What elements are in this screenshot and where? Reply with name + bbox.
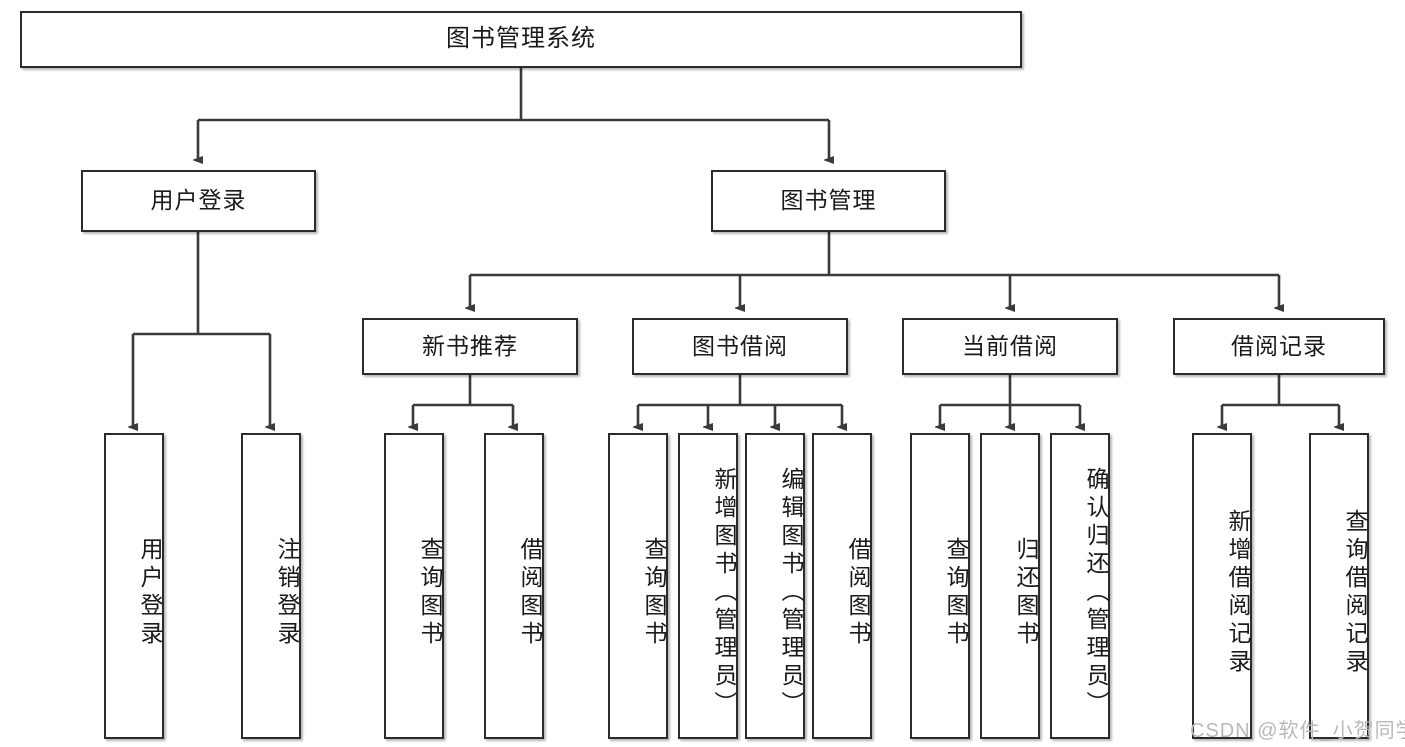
leaf-borrow-borrow-book[interactable]: 借阅图书 — [812, 433, 872, 739]
leaf-current-return-book[interactable]: 归还图书 — [980, 433, 1040, 739]
leaf-logout[interactable]: 注销登录 — [241, 433, 301, 739]
leaf-borrow-add-book-admin[interactable]: 新增图书（管理员） — [678, 433, 738, 739]
node-label: 确认归还（管理员） — [1083, 467, 1109, 719]
leaf-current-query-book[interactable]: 查询图书 — [910, 433, 970, 739]
node-label: 归还图书 — [1013, 537, 1039, 649]
leaf-current-confirm-return-admin[interactable]: 确认归还（管理员） — [1050, 433, 1110, 739]
node-label: 新增借阅记录 — [1225, 509, 1251, 677]
leaf-user-login[interactable]: 用户登录 — [104, 433, 164, 739]
node-label: 查询图书 — [417, 537, 443, 649]
node-label: 新书推荐 — [422, 332, 518, 359]
node-label: 图书管理 — [780, 187, 877, 214]
watermark-csdn: CSDN @软件_小贺同学 — [1190, 720, 1405, 742]
leaf-borrow-query-book[interactable]: 查询图书 — [608, 433, 668, 739]
node-label: 查询图书 — [641, 537, 667, 649]
node-book-management[interactable]: 图书管理 — [711, 170, 946, 232]
node-label: 借阅记录 — [1231, 332, 1327, 359]
node-label: 新增图书（管理员） — [711, 467, 737, 719]
node-root-system[interactable]: 图书管理系统 — [20, 11, 1022, 68]
node-label: 当前借阅 — [962, 332, 1058, 359]
node-user-login[interactable]: 用户登录 — [81, 170, 316, 232]
node-label: 编辑图书（管理员） — [778, 467, 804, 719]
node-label: 查询图书 — [943, 537, 969, 649]
leaf-recommend-query-book[interactable]: 查询图书 — [384, 433, 444, 739]
leaf-record-query-borrow-record[interactable]: 查询借阅记录 — [1309, 433, 1369, 739]
leaf-recommend-borrow-book[interactable]: 借阅图书 — [484, 433, 544, 739]
node-label: 查询借阅记录 — [1342, 509, 1368, 677]
node-label: 用户登录 — [150, 187, 247, 214]
node-label: 图书管理系统 — [446, 25, 596, 53]
leaf-borrow-edit-book-admin[interactable]: 编辑图书（管理员） — [745, 433, 805, 739]
node-borrow-record[interactable]: 借阅记录 — [1173, 318, 1385, 375]
leaf-record-add-borrow-record[interactable]: 新增借阅记录 — [1192, 433, 1252, 739]
node-new-book-recommend[interactable]: 新书推荐 — [362, 318, 578, 375]
node-label: 借阅图书 — [845, 537, 871, 649]
node-label: 图书借阅 — [692, 332, 788, 359]
node-label: 借阅图书 — [517, 537, 543, 649]
node-label: 注销登录 — [274, 537, 300, 649]
node-book-borrow[interactable]: 图书借阅 — [632, 318, 848, 375]
node-label: 用户登录 — [137, 537, 163, 649]
node-current-borrow[interactable]: 当前借阅 — [902, 318, 1118, 375]
